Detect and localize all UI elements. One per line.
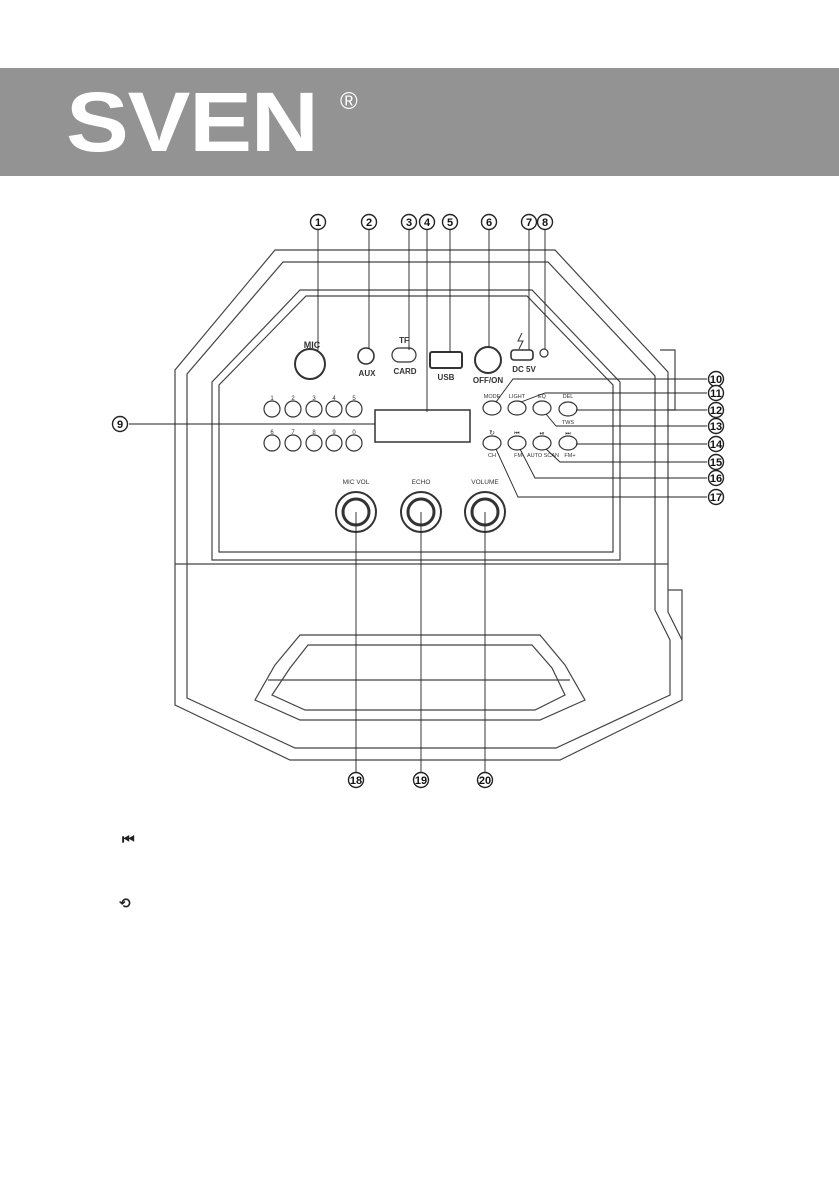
echo-label: ECHO [412, 479, 431, 486]
callout-14: 14 [709, 437, 724, 452]
callout-number: 10 [710, 374, 722, 386]
callout-19: 19 [414, 773, 429, 788]
callout-number: 15 [710, 457, 722, 469]
callout-6: 6 [482, 215, 497, 230]
callout-13: 13 [709, 419, 724, 434]
dc-port [511, 350, 533, 360]
callout-number: 13 [710, 421, 722, 433]
next-button [559, 436, 577, 450]
callout-8: 8 [538, 215, 553, 230]
eq-button [533, 401, 551, 415]
prev-button [508, 436, 526, 450]
callout-number: 20 [479, 775, 491, 787]
tf-label: TF [399, 336, 409, 345]
callout-16: 16 [709, 471, 724, 486]
callout-number: 4 [424, 217, 431, 229]
callout-5: 5 [443, 215, 458, 230]
digit-button [306, 401, 322, 417]
function-buttons: MODE LIGHT EQ DEL TWS ↻ CH ⏮ FM- ⏯ AUTO … [483, 394, 577, 459]
light-button [508, 401, 526, 415]
callout-number: 9 [117, 419, 123, 431]
callout-4: 4 [420, 215, 435, 230]
usb-port [430, 352, 462, 368]
callout-number: 12 [710, 405, 722, 417]
callout-11: 11 [709, 386, 724, 401]
callout-17: 17 [709, 490, 724, 505]
aux-label: AUX [359, 369, 377, 378]
usb-label: USB [438, 373, 455, 382]
ch-label: CH [488, 453, 496, 459]
speaker-body [175, 250, 682, 760]
volume-label: VOLUME [471, 479, 499, 486]
callout-number: 1 [315, 217, 321, 229]
digit-button [346, 401, 362, 417]
callout-number: 17 [710, 492, 722, 504]
callout-18: 18 [349, 773, 364, 788]
callout-number: 5 [447, 217, 453, 229]
next-symbol: ⏭ [565, 431, 571, 437]
light-label: LIGHT [509, 394, 526, 400]
auto-scan-label: AUTO SCAN [527, 453, 559, 459]
callout-12: 12 [709, 403, 724, 418]
callout-number: 14 [710, 439, 723, 451]
fm-plus-label: FM+ [564, 453, 575, 459]
callout-15: 15 [709, 455, 724, 470]
callout-number: 6 [486, 217, 492, 229]
dc-label: DC 5V [512, 365, 536, 374]
callout-number: 11 [710, 388, 722, 400]
callout-number: 16 [710, 473, 722, 485]
repeat-legend-icon: ⟲ [119, 896, 131, 912]
callout-7: 7 [522, 215, 537, 230]
prev-symbol: ⏮ [514, 431, 520, 437]
lightning-icon [518, 333, 523, 349]
card-label: CARD [393, 367, 416, 376]
callout-number: 18 [350, 775, 362, 787]
callout-10: 10 [709, 372, 724, 387]
digit-button [264, 401, 280, 417]
callout-9: 9 [113, 417, 128, 432]
digit-button [264, 435, 280, 451]
del-label: DEL [563, 394, 574, 400]
callout-3: 3 [402, 215, 417, 230]
offon-label: OFF/ON [473, 376, 503, 385]
tws-label: TWS [562, 420, 575, 426]
digit-button [326, 435, 342, 451]
callout-2: 2 [362, 215, 377, 230]
play-symbol: ⏯ [540, 431, 545, 437]
callout-1: 1 [311, 215, 326, 230]
tf-slot [392, 348, 416, 362]
mic-jack [295, 349, 325, 379]
digit-button [285, 401, 301, 417]
callout-20: 20 [478, 773, 493, 788]
mode-button [483, 401, 501, 415]
power-button [475, 347, 501, 373]
play-button [533, 436, 551, 450]
callout-number: 2 [366, 217, 372, 229]
display-screen [375, 410, 470, 442]
digit-button [326, 401, 342, 417]
callout-number: 19 [415, 775, 427, 787]
digit-button [346, 435, 362, 451]
repeat-button [483, 436, 501, 450]
callout-number: 3 [406, 217, 412, 229]
repeat-symbol: ↻ [489, 430, 495, 437]
knobs: MIC VOL ECHO VOLUME [336, 479, 505, 532]
digit-button [285, 435, 301, 451]
aux-jack [358, 348, 374, 364]
mic-vol-label: MIC VOL [343, 479, 370, 486]
prev-legend-icon: ⏮ [122, 832, 135, 848]
top-controls: MIC AUX TF CARD USB OFF/ON DC 5V [295, 333, 548, 385]
led-indicator [540, 349, 548, 357]
del-button [559, 402, 577, 416]
callout-number: 8 [542, 217, 548, 229]
callout-number: 7 [526, 217, 532, 229]
digit-button [306, 435, 322, 451]
